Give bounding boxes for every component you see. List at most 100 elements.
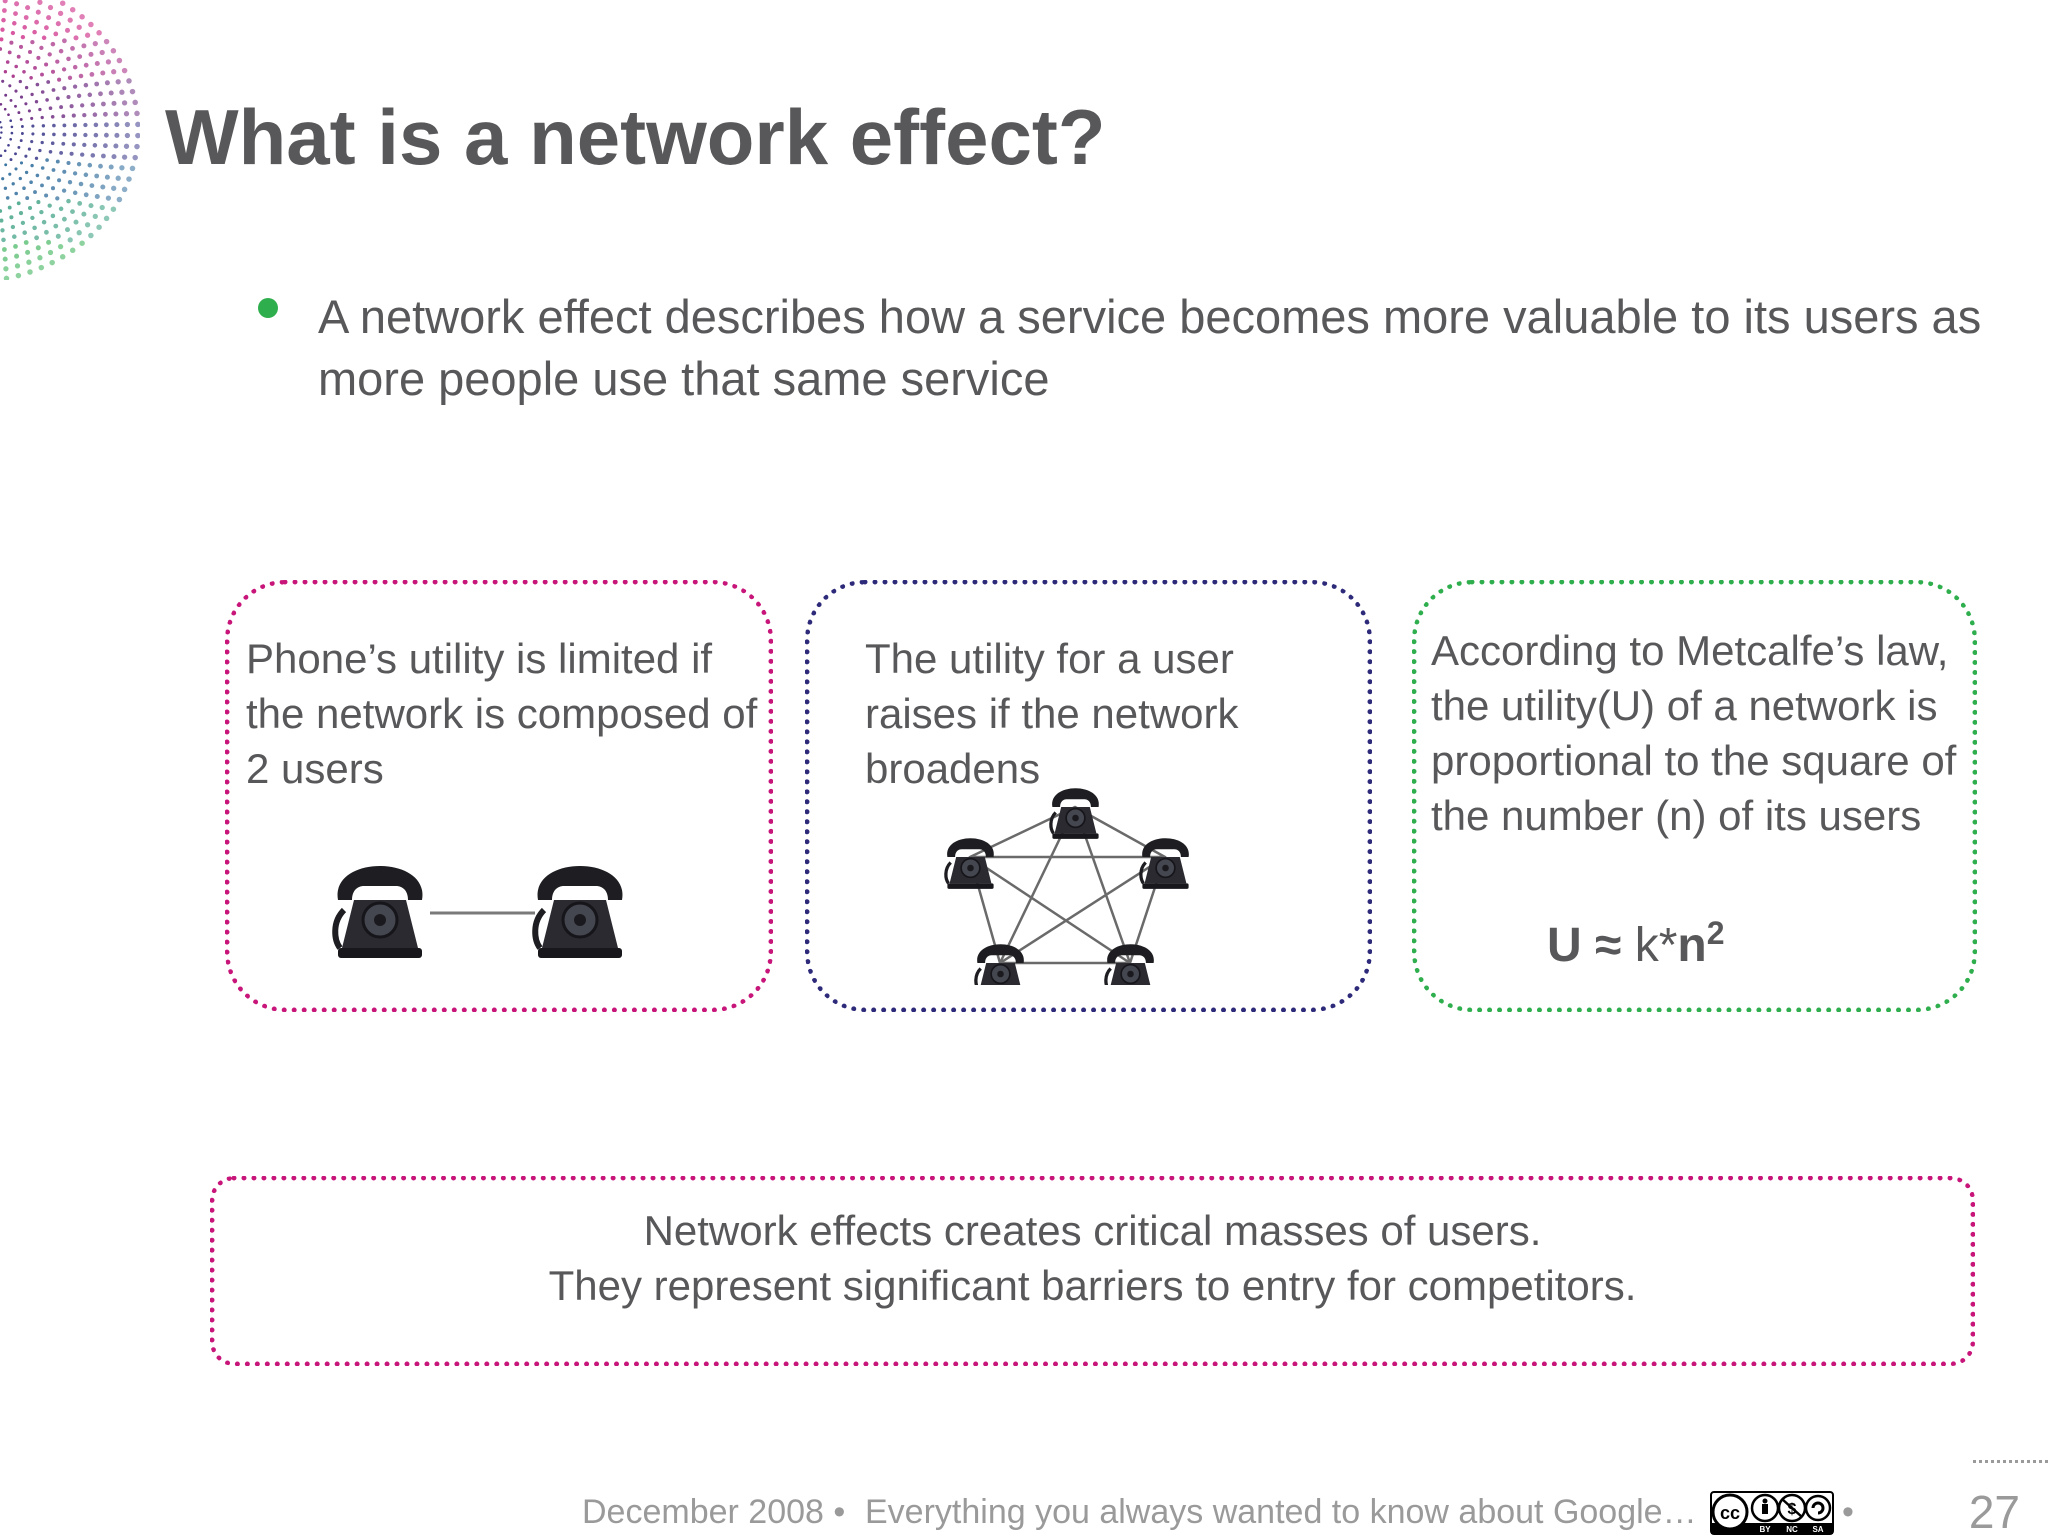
logo-dot	[2, 8, 7, 13]
logo-dot	[92, 40, 98, 47]
logo-dot	[18, 176, 22, 181]
logo-dot	[66, 198, 71, 204]
logo-dot	[58, 48, 64, 54]
logo-dot	[38, 264, 45, 271]
logo-dot	[40, 183, 44, 188]
logo-dot	[11, 74, 15, 78]
logo-dot	[70, 209, 75, 215]
logo-dot	[88, 21, 94, 28]
logo-dot	[47, 249, 54, 256]
logo-dot	[23, 240, 29, 245]
logo-dot	[57, 178, 62, 183]
logo-dot	[20, 34, 26, 40]
logo-dot	[67, 75, 73, 80]
logo-dot	[19, 161, 24, 165]
logo-dot	[47, 52, 52, 57]
logo-dot	[87, 92, 93, 98]
logo-dot	[17, 111, 21, 115]
conclusion-text: Network effects creates critical masses …	[215, 1203, 1970, 1313]
logo-dot	[80, 103, 85, 108]
logo-dot	[45, 158, 49, 162]
logo-dot	[14, 167, 18, 171]
logo-dot	[84, 32, 91, 38]
logo-dot	[35, 9, 41, 15]
logo-dot	[47, 203, 52, 208]
logo-dot	[132, 99, 138, 106]
logo-dot	[14, 89, 18, 93]
logo-dot	[8, 172, 12, 176]
logo-dot	[73, 35, 79, 41]
logo-dot	[0, 218, 4, 223]
logo-dot	[129, 165, 136, 172]
logo-dot	[90, 102, 96, 107]
logo-dot	[46, 15, 52, 21]
logo-dot	[51, 88, 56, 92]
logo-dot	[55, 233, 61, 239]
logo-dot	[98, 163, 103, 169]
logo-dot	[64, 227, 71, 233]
logo-dot	[132, 154, 138, 161]
logo-dot	[7, 205, 12, 210]
logo-dot	[116, 196, 123, 203]
logo-dot	[55, 159, 60, 164]
logo-dot	[30, 116, 34, 120]
metcalfe-law-box: According to Metcalfe’s law, the utility…	[1412, 580, 1977, 1012]
logo-dot	[121, 100, 128, 106]
logo-dot	[23, 15, 29, 20]
logo-dot	[12, 234, 17, 239]
metcalfe-law-text: According to Metcalfe’s law, the utility…	[1431, 627, 1957, 839]
logo-dot	[126, 78, 132, 84]
logo-dot	[69, 151, 74, 156]
cc-sa-label: SA	[1812, 1525, 1823, 1534]
logo-dot	[110, 48, 117, 54]
logo-dot	[108, 164, 114, 170]
logo-dot	[3, 186, 8, 190]
logo-dot	[44, 62, 49, 67]
logo-dot	[14, 1, 20, 7]
logo-dot	[83, 82, 89, 88]
logo-dot	[88, 203, 94, 209]
logo-dot	[103, 38, 110, 45]
logo-dot	[101, 153, 106, 159]
logo-dot	[72, 84, 78, 89]
formula-approx: ≈	[1595, 919, 1622, 972]
logo-dot	[12, 21, 17, 26]
logo-dot	[46, 80, 51, 84]
logo-dot	[20, 125, 24, 128]
footer-subject: Everything you always wanted to know abo…	[865, 1493, 1697, 1531]
logo-dot	[134, 143, 140, 150]
logo-dot	[104, 174, 110, 180]
logo-dot	[13, 244, 18, 249]
logo-dot	[18, 211, 24, 216]
logo-dot	[1, 79, 5, 83]
svg-text:cc: cc	[1720, 1503, 1740, 1523]
logo-dot	[66, 94, 71, 100]
logo-dot	[36, 200, 41, 205]
network-broadens-box: The utility for a user raises if the net…	[805, 580, 1372, 1012]
logo-dot	[108, 90, 114, 96]
logo-dot	[0, 136, 2, 139]
telephone-icon	[335, 866, 422, 958]
logo-dot	[61, 141, 66, 146]
logo-dot	[9, 98, 13, 102]
logo-dot	[76, 230, 82, 236]
logo-dot	[0, 126, 3, 129]
logo-dot	[105, 195, 112, 201]
logo-dot	[0, 154, 3, 158]
logo-dot	[78, 73, 84, 79]
logo-dot	[49, 259, 55, 266]
logo-dot	[83, 62, 89, 68]
logo-dot	[2, 247, 7, 252]
logo-dot	[72, 64, 78, 70]
logo-dot	[0, 47, 3, 51]
logo-dot	[25, 5, 31, 11]
logo-dot	[135, 121, 140, 128]
logo-dot	[34, 156, 39, 160]
logo-dot	[22, 230, 27, 235]
logo-dot	[36, 55, 41, 60]
logo-dot	[105, 59, 112, 65]
logo-dot	[38, 107, 42, 112]
conclusion-line-1: Network effects creates critical masses …	[643, 1207, 1542, 1254]
logo-dot	[29, 180, 33, 184]
logo-dot	[30, 140, 34, 144]
